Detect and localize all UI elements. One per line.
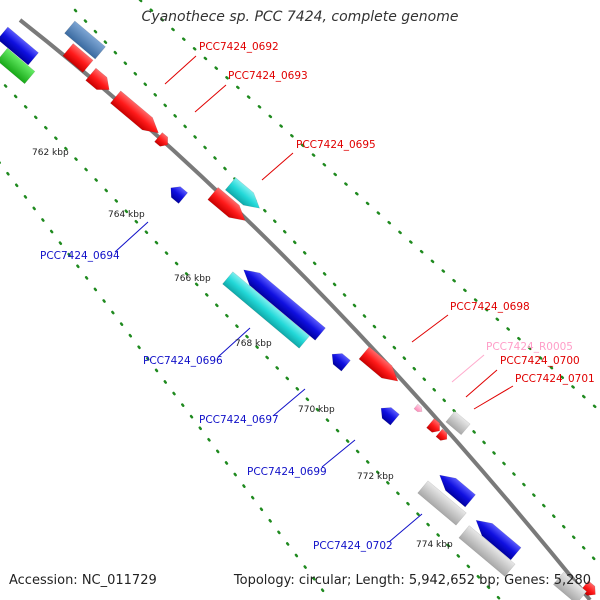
scale-label: 766 kbp: [174, 274, 211, 284]
gene-arrow[interactable]: [239, 264, 326, 341]
gene-arrow[interactable]: [445, 410, 471, 436]
label-leader-line: [194, 84, 227, 113]
gene-label[interactable]: PCC7424_0701: [515, 373, 595, 385]
gene-arrow[interactable]: [154, 132, 172, 150]
gene-arrow[interactable]: [458, 525, 516, 577]
scale-label: 770 kbp: [298, 405, 335, 415]
gene-arrow[interactable]: [64, 20, 106, 60]
gene-arrow[interactable]: [0, 26, 39, 66]
label-leader-line: [411, 314, 449, 343]
gene-label[interactable]: PCC7424_0702: [313, 540, 393, 552]
label-leader-line: [321, 439, 356, 468]
map-title: Cyanothece sp. PCC 7424, complete genome: [141, 9, 459, 25]
gene-label[interactable]: PCC7424_0692: [199, 41, 279, 53]
gene-arrow[interactable]: [435, 428, 450, 443]
gene-label[interactable]: PCC7424_0698: [450, 301, 530, 313]
gene-label[interactable]: PCC7424_0697: [199, 414, 279, 426]
gene-label[interactable]: PCC7424_0696: [143, 355, 223, 367]
gene-label[interactable]: PCC7424_0700: [500, 355, 580, 367]
scale-tick-line: [73, 8, 600, 567]
gene-arrow[interactable]: [0, 47, 36, 85]
scale-label: 762 kbp: [32, 148, 69, 158]
scale-label: 774 kbp: [416, 540, 453, 550]
scale-tick-line: [0, 161, 332, 600]
gene-label[interactable]: PCC7424_0694: [40, 250, 120, 262]
scale-label: 768 kbp: [235, 339, 272, 349]
gene-arrow[interactable]: [224, 177, 264, 215]
gene-arrow[interactable]: [358, 346, 403, 388]
gene-arrow[interactable]: [328, 349, 351, 372]
label-leader-line: [272, 388, 306, 417]
gene-arrow[interactable]: [110, 90, 163, 139]
label-leader-line: [217, 327, 251, 358]
gene-arrow[interactable]: [62, 43, 94, 73]
genome-summary-text: Topology: circular; Length: 5,942,652 bp…: [233, 573, 591, 588]
scale-label: 764 kbp: [108, 210, 145, 220]
label-leader-line: [465, 369, 498, 398]
gene-label[interactable]: PCC7424_0693: [228, 70, 308, 82]
label-leader-lines: [114, 55, 514, 543]
gene-arrow[interactable]: [207, 187, 250, 226]
gene-arrow[interactable]: [222, 271, 310, 349]
gene-arrow[interactable]: [85, 67, 115, 96]
label-leader-line: [451, 354, 485, 383]
gene-label[interactable]: PCC7424_0699: [247, 466, 327, 478]
gene-features: [0, 20, 596, 600]
rna-feature[interactable]: [413, 403, 424, 414]
gene-arrow[interactable]: [435, 469, 476, 508]
label-leader-line: [388, 513, 423, 543]
gene-arrow[interactable]: [553, 571, 587, 600]
accession-text: Accession: NC_011729: [9, 573, 157, 588]
gene-label[interactable]: PCC7424_R0005: [486, 341, 573, 353]
scale-tick-line: [0, 78, 503, 600]
label-leader-line: [114, 221, 149, 253]
label-leader-line: [261, 152, 294, 181]
gene-arrow[interactable]: [417, 480, 467, 526]
label-leader-line: [473, 385, 514, 410]
gene-arrow[interactable]: [377, 403, 400, 426]
label-leader-line: [164, 55, 197, 85]
scale-label: 772 kbp: [357, 472, 394, 482]
gene-arrow[interactable]: [426, 418, 444, 436]
gene-arrow[interactable]: [166, 182, 188, 204]
gene-arrow[interactable]: [471, 514, 522, 561]
gene-label[interactable]: PCC7424_0695: [296, 139, 376, 151]
